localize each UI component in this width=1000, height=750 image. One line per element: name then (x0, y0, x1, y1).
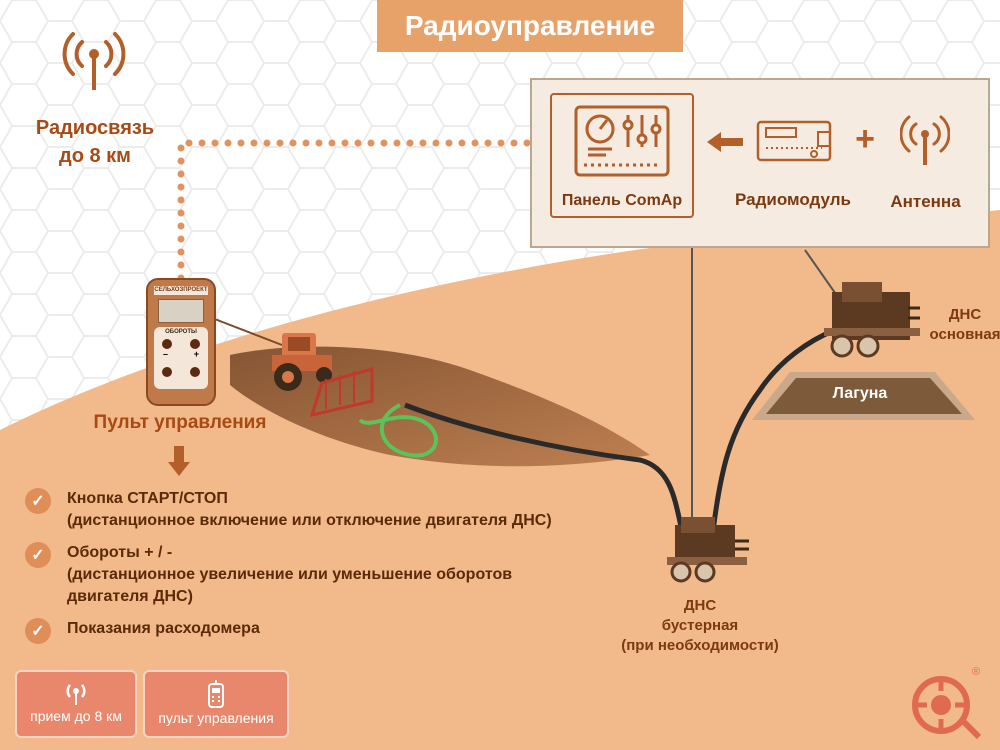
remote-rpm-label: ОБОРОТЫ (165, 329, 197, 335)
antenna-label: Антенна (890, 192, 961, 211)
badge-remote-control: пульт управления (143, 670, 289, 738)
comap-label: Панель ComAp (561, 192, 683, 209)
badge-reception-range: прием до 8 км (15, 670, 137, 738)
dns-booster-line3: (при необходимости) (621, 637, 779, 654)
tractor-icon (272, 333, 374, 418)
remote-plus-button (190, 339, 200, 349)
remote-device-icon (208, 680, 224, 708)
arrow-down-icon (168, 446, 190, 476)
radio-link-dotted (177, 139, 549, 282)
field-area (0, 210, 1000, 750)
antenna-icon (900, 115, 950, 165)
dns-main-line2: основная (929, 326, 1000, 343)
dns-main-label: ДНС основная (925, 305, 1000, 345)
feature-description: (дистанционное увеличение или уменьшение… (67, 566, 513, 583)
feature-item: ✓ Кнопка СТАРТ/СТОП (дистанционное включ… (25, 488, 645, 532)
signal-icon (66, 684, 86, 705)
dns-main-line1: ДНС (948, 306, 982, 323)
comap-panel-box (550, 93, 694, 218)
control-cable-2 (804, 249, 841, 301)
check-icon: ✓ (25, 618, 51, 644)
remote-plus-sign: + (193, 349, 199, 359)
remote-stop-button (190, 367, 200, 377)
dns-booster-line2: бустерная (661, 617, 739, 634)
feature-description: (дистанционное включение или отключение … (67, 512, 552, 529)
green-hose (358, 403, 438, 458)
feature-item: ✓ Обороты + / - (дистанционное увеличени… (25, 542, 645, 608)
remote-brand: СЕЛЬХОЗПРОЕКТ (154, 286, 208, 295)
remote-minus-sign: – (163, 349, 169, 359)
arrow-left-icon (707, 132, 743, 152)
dns-main-pump-icon (824, 282, 920, 358)
feature-item: ✓ Показания расходомера (25, 618, 645, 644)
remote-start-button (162, 367, 172, 377)
page-title: Радиоуправление (377, 0, 683, 52)
feature-title: Показания расходомера (67, 620, 260, 637)
hose-booster-to-main (709, 327, 836, 541)
badge-reception-text: прием до 8 км (30, 708, 122, 724)
radio-range-line1: Радиосвязь (35, 117, 155, 139)
plus-sign: + (855, 120, 875, 158)
feature-title: Кнопка СТАРТ/СТОП (67, 490, 228, 507)
dns-booster-label: ДНС бустерная (при необходимости) (600, 596, 800, 656)
remote-label: Пульт управления (93, 412, 267, 433)
ploughed-soil (230, 346, 650, 467)
feature-description-cont: двигателя ДНС) (67, 588, 193, 605)
company-logo-icon (912, 676, 982, 740)
hose-to-booster (404, 402, 693, 561)
remote-minus-button (162, 339, 172, 349)
feature-list: ✓ Кнопка СТАРТ/СТОП (дистанционное включ… (25, 488, 645, 654)
radio-range-text: Радиосвязь до 8 км (20, 114, 170, 170)
remote-keypad: ОБОРОТЫ – + (154, 327, 208, 389)
check-icon: ✓ (25, 542, 51, 568)
radio-module-icon (756, 120, 832, 162)
laguna-label: Лагуна (832, 385, 888, 402)
dns-booster-line1: ДНС (683, 597, 717, 614)
control-panel-icon (574, 105, 670, 177)
radio-tower-icon (62, 32, 126, 90)
dns-booster-pump-icon (667, 517, 749, 583)
feature-title: Обороты + / - (67, 544, 173, 561)
radiomodule-label: Радиомодуль (735, 190, 851, 209)
radio-range-line2: до 8 км (59, 145, 131, 167)
remote-screen (158, 299, 204, 323)
badge-remote-text: пульт управления (158, 710, 274, 726)
check-icon: ✓ (25, 488, 51, 514)
trademark-symbol: ® (972, 666, 981, 678)
remote-control-device: СЕЛЬХОЗПРОЕКТ ОБОРОТЫ – + (146, 278, 216, 406)
